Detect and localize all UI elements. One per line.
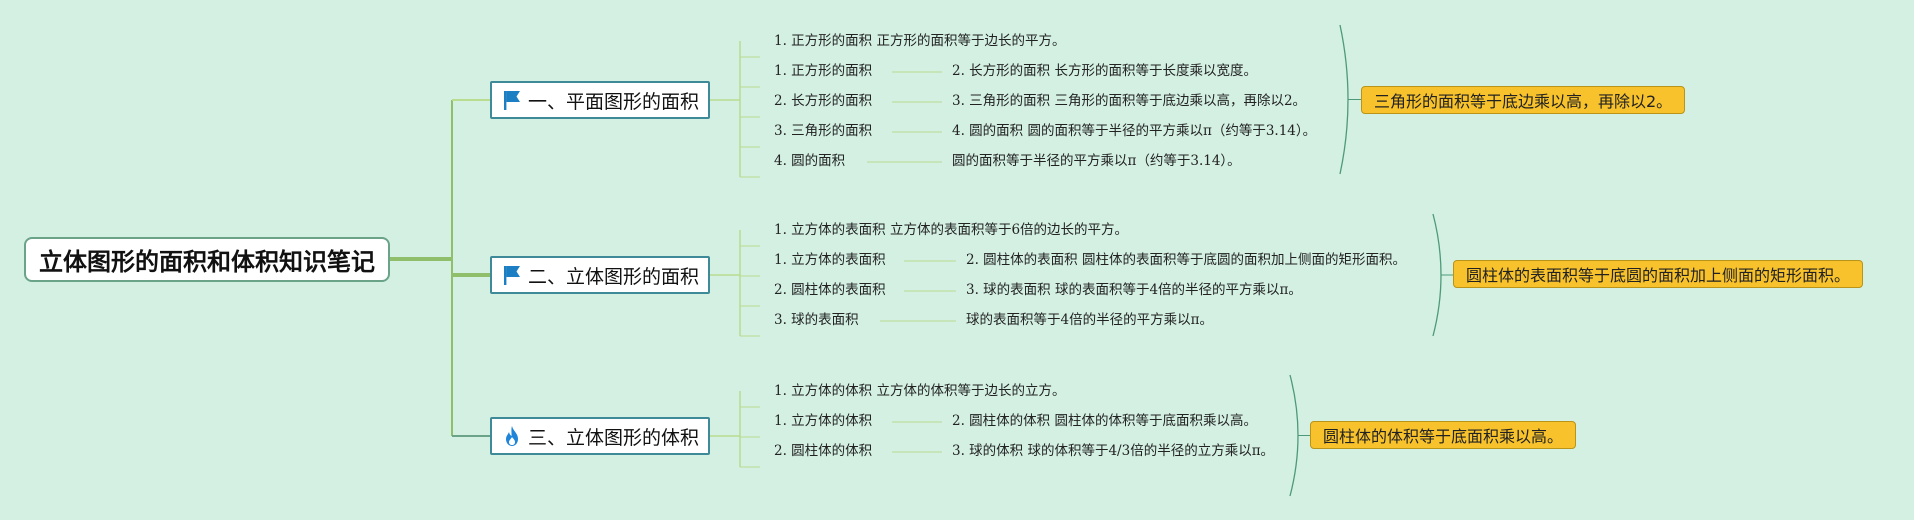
leaf-subtopic[interactable]: 圆的面积等于半径的平方乘以π（约等于3.14）。 xyxy=(952,153,1241,169)
leaf-topic[interactable]: 1. 正方形的面积 正方形的面积等于边长的平方。 xyxy=(774,33,1066,49)
summary-brace xyxy=(1289,374,1299,497)
fire-icon xyxy=(501,425,523,447)
leaf-topic[interactable]: 1. 正方形的面积 xyxy=(774,63,873,79)
leaf-topic[interactable]: 1. 立方体的表面积 xyxy=(774,252,886,268)
leaf-topic[interactable]: 1. 立方体的表面积 立方体的表面积等于6倍的边长的平方。 xyxy=(774,222,1129,238)
leaf-subtopic[interactable]: 3. 球的体积 球的体积等于4/3倍的半径的立方乘以π。 xyxy=(952,443,1275,459)
flag-icon xyxy=(501,89,523,111)
branch-topic-3[interactable]: 三、立体图形的体积 xyxy=(490,417,710,455)
leaf-topic[interactable]: 3. 球的表面积 xyxy=(774,312,859,328)
leaf-topic[interactable]: 4. 圆的面积 xyxy=(774,153,846,169)
leaf-subtopic[interactable]: 3. 球的表面积 球的表面积等于4倍的半径的平方乘以π。 xyxy=(966,282,1302,298)
leaf-subtopic[interactable]: 4. 圆的面积 圆的面积等于半径的平方乘以π（约等于3.14）。 xyxy=(952,123,1317,139)
leaf-topic[interactable]: 2. 圆柱体的表面积 xyxy=(774,282,886,298)
summary-topic-3[interactable]: 圆柱体的体积等于底面积乘以高。 xyxy=(1310,421,1577,449)
summary-topic-1[interactable]: 三角形的面积等于底边乘以高，再除以2。 xyxy=(1361,86,1686,114)
flag-icon xyxy=(501,264,523,286)
leaf-subtopic[interactable]: 2. 圆柱体的表面积 圆柱体的表面积等于底圆的面积加上侧面的矩形面积。 xyxy=(966,252,1406,268)
summary-brace xyxy=(1432,213,1442,337)
branch-topic-2[interactable]: 二、立体图形的面积 xyxy=(490,256,710,294)
leaf-subtopic[interactable]: 2. 长方形的面积 长方形的面积等于长度乘以宽度。 xyxy=(952,63,1257,79)
branch-title: 二、立体图形的面积 xyxy=(527,265,699,288)
leaf-subtopic[interactable]: 球的表面积等于4倍的半径的平方乘以π。 xyxy=(966,312,1213,328)
leaf-topic[interactable]: 1. 立方体的体积 立方体的体积等于边长的立方。 xyxy=(774,383,1066,399)
leaf-topic[interactable]: 3. 三角形的面积 xyxy=(774,123,873,139)
leaf-topic[interactable]: 1. 立方体的体积 xyxy=(774,413,873,429)
summary-brace xyxy=(1339,24,1349,175)
branch-title: 一、平面图形的面积 xyxy=(527,90,699,113)
branch-topic-1[interactable]: 一、平面图形的面积 xyxy=(490,81,710,119)
summary-topic-2[interactable]: 圆柱体的表面积等于底圆的面积加上侧面的矩形面积。 xyxy=(1453,260,1864,288)
leaf-topic[interactable]: 2. 圆柱体的体积 xyxy=(774,443,873,459)
leaf-subtopic[interactable]: 2. 圆柱体的体积 圆柱体的体积等于底面积乘以高。 xyxy=(952,413,1257,429)
leaf-subtopic[interactable]: 3. 三角形的面积 三角形的面积等于底边乘以高，再除以2。 xyxy=(952,93,1307,109)
branch-title: 三、立体图形的体积 xyxy=(527,426,699,449)
leaf-topic[interactable]: 2. 长方形的面积 xyxy=(774,93,873,109)
root-topic[interactable]: 立体图形的面积和体积知识笔记 xyxy=(24,237,390,282)
